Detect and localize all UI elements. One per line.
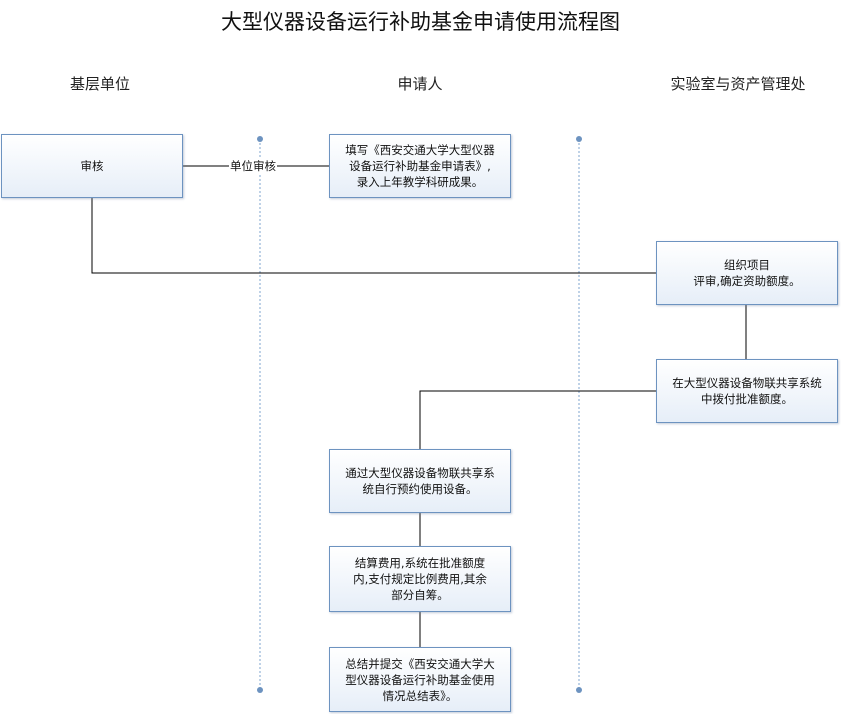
connector-review-organize <box>91 198 656 274</box>
connector-allocate-book <box>419 390 656 449</box>
node-book-equipment: 通过大型仪器设备物联共享系 统自行预约使用设备。 <box>329 449 511 513</box>
node-submit-summary-text: 总结并提交《西安交通大学大 型仪器设备运行补助基金使用 情况总结表》。 <box>345 656 495 703</box>
node-review: 审核 <box>1 134 183 198</box>
edge-label-unit-review: 单位审核 <box>229 159 277 173</box>
node-fill-application-form: 填写《西安交通大学大型仪器 设备运行补助基金申请表》, 录入上年教学科研成果。 <box>329 134 511 198</box>
lane-header-lab-asset-office: 实验室与资产管理处 <box>670 75 806 93</box>
node-settle-fees-text: 结算费用,系统在批准额度 内,支付规定比例费用,其余 部分自筹。 <box>353 556 487 602</box>
node-book-equipment-text: 通过大型仪器设备物联共享系 统自行预约使用设备。 <box>345 466 495 496</box>
node-allocate-quota-text: 在大型仪器设备物联共享系统 中拨付批准额度。 <box>672 376 822 406</box>
lane-divider-right-top-dot <box>576 136 582 142</box>
lane-divider-left-bottom-dot <box>257 687 263 693</box>
node-fill-application-form-text: 填写《西安交通大学大型仪器 设备运行补助基金申请表》, 录入上年教学科研成果。 <box>345 143 495 189</box>
node-submit-summary: 总结并提交《西安交通大学大 型仪器设备运行补助基金使用 情况总结表》。 <box>329 647 511 712</box>
node-settle-fees: 结算费用,系统在批准额度 内,支付规定比例费用,其余 部分自筹。 <box>329 546 511 612</box>
node-organize-review-text: 组织项目 评审,确定资助额度。 <box>693 258 801 288</box>
lane-divider-left-top-dot <box>257 136 263 142</box>
diagram-title: 大型仪器设备运行补助基金申请使用流程图 <box>221 10 620 34</box>
node-organize-review: 组织项目 评审,确定资助额度。 <box>656 241 838 305</box>
lane-header-applicant: 申请人 <box>397 75 443 93</box>
lane-divider-right-bottom-dot <box>576 687 582 693</box>
node-allocate-quota: 在大型仪器设备物联共享系统 中拨付批准额度。 <box>656 359 838 423</box>
lane-header-basic-unit: 基层单位 <box>69 75 131 93</box>
node-review-text: 审核 <box>80 159 104 173</box>
